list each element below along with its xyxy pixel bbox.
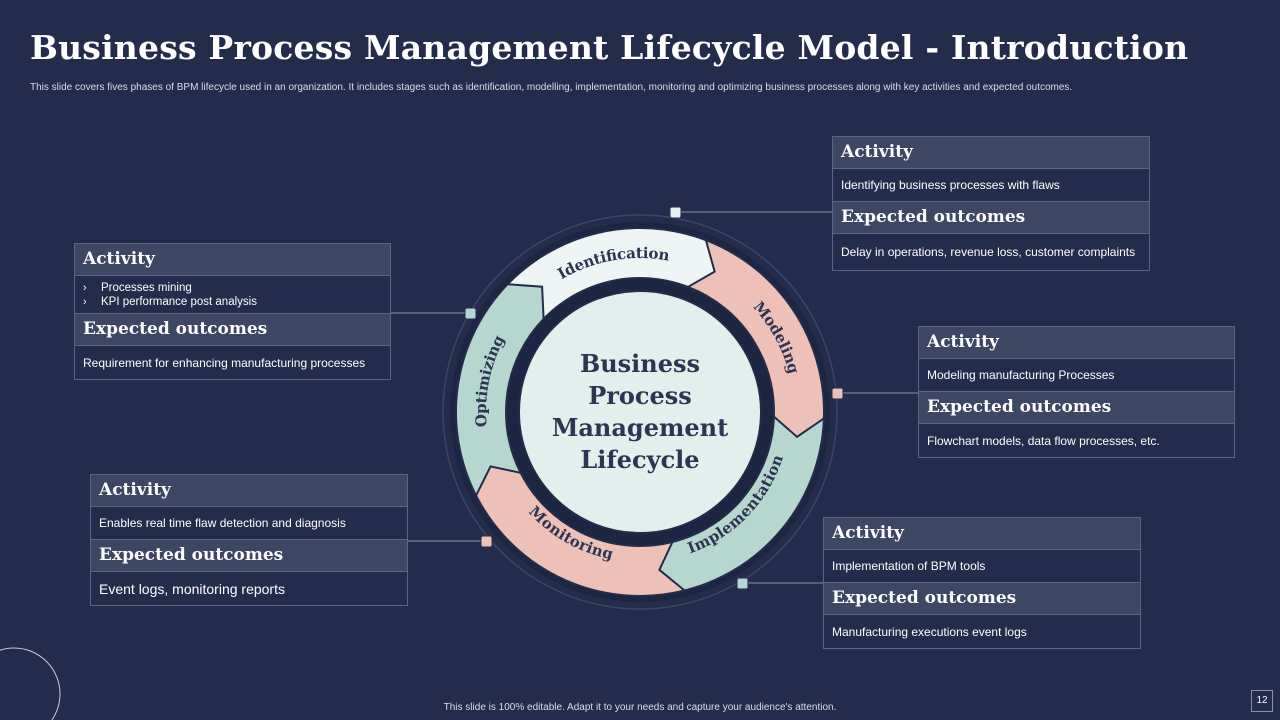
segment-optimizing bbox=[454, 283, 545, 498]
activity-heading: Activity bbox=[824, 518, 1140, 550]
activity-text: Modeling manufacturing Processes bbox=[919, 359, 1234, 392]
outcome-heading: Expected outcomes bbox=[833, 202, 1149, 234]
card-identification: Activity Identifying business processes … bbox=[832, 136, 1150, 271]
page-title: Business Process Management Lifecycle Mo… bbox=[30, 28, 1189, 67]
node-modeling bbox=[831, 387, 844, 400]
node-identification bbox=[669, 206, 682, 219]
ring-outline bbox=[442, 214, 838, 610]
node-monitoring bbox=[480, 535, 493, 548]
outcome-text: Event logs, monitoring reports bbox=[99, 580, 285, 597]
activity-list: ›Processes mining ›KPI performance post … bbox=[75, 276, 390, 314]
outcome-heading: Expected outcomes bbox=[91, 540, 407, 572]
page-number: 12 bbox=[1251, 690, 1273, 712]
activity-heading: Activity bbox=[75, 244, 390, 276]
center-title-line-2: Process bbox=[588, 381, 692, 410]
node-optimizing bbox=[464, 307, 477, 320]
activity-list-item: ›KPI performance post analysis bbox=[83, 295, 257, 308]
center-circle bbox=[518, 290, 762, 534]
outcome-text: Requirement for enhancing manufacturing … bbox=[83, 355, 366, 370]
activity-list-item: ›Processes mining bbox=[83, 281, 192, 294]
center-title-line-3: Management bbox=[552, 413, 728, 442]
activity-heading: Activity bbox=[91, 475, 407, 507]
activity-heading: Activity bbox=[919, 327, 1234, 359]
center-title-line-4: Lifecycle bbox=[580, 445, 699, 474]
footer-note: This slide is 100% editable. Adapt it to… bbox=[443, 702, 837, 713]
activity-text: Implementation of BPM tools bbox=[824, 550, 1140, 583]
center-title-line-1: Business bbox=[580, 349, 700, 378]
card-implementation: Activity Implementation of BPM tools Exp… bbox=[823, 517, 1141, 649]
outcome-heading: Expected outcomes bbox=[824, 583, 1140, 615]
outcome-heading: Expected outcomes bbox=[75, 314, 390, 346]
activity-text: Enables real time flaw detection and dia… bbox=[91, 507, 407, 540]
card-monitoring: Activity Enables real time flaw detectio… bbox=[90, 474, 408, 606]
activity-heading: Activity bbox=[833, 137, 1149, 169]
decorative-corner-circle bbox=[0, 647, 61, 720]
outcome-text: Flowchart models, data flow processes, e… bbox=[927, 433, 1160, 448]
card-modeling: Activity Modeling manufacturing Processe… bbox=[918, 326, 1235, 458]
node-implementation bbox=[736, 577, 749, 590]
page-subtitle: This slide covers fives phases of BPM li… bbox=[30, 82, 1073, 93]
activity-text: Identifying business processes with flaw… bbox=[833, 169, 1149, 202]
card-optimizing: Activity ›Processes mining ›KPI performa… bbox=[74, 243, 391, 380]
outcome-text: Manufacturing executions event logs bbox=[832, 624, 1027, 639]
outcome-heading: Expected outcomes bbox=[919, 392, 1234, 424]
outcome-text: Delay in operations, revenue loss, custo… bbox=[841, 245, 1136, 259]
